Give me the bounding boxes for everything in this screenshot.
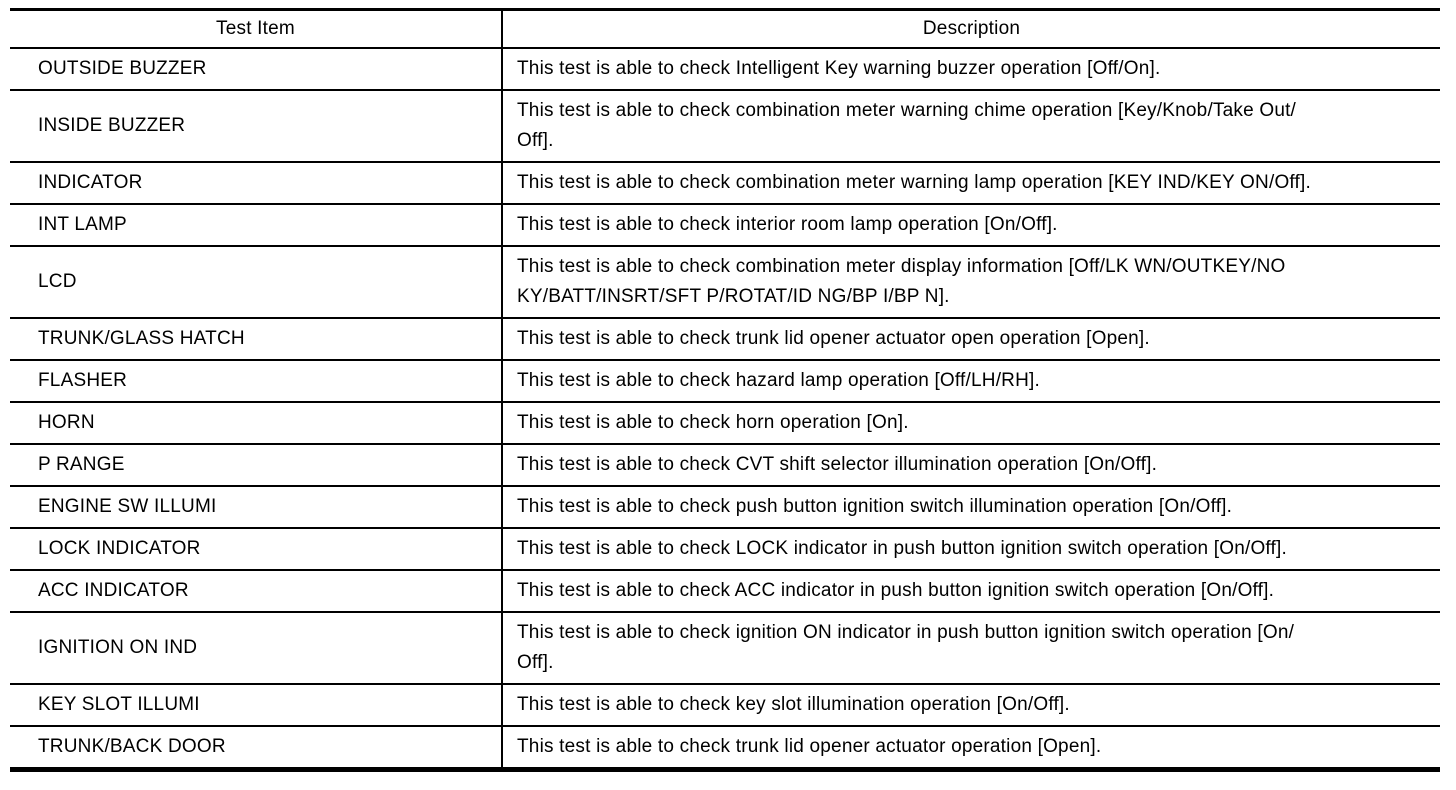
table-row: TRUNK/BACK DOOR This test is able to che… <box>10 726 1440 771</box>
table-row: LCD This test is able to check combinati… <box>10 246 1440 319</box>
description-cell: This test is able to check interior room… <box>502 204 1440 247</box>
description-cell: This test is able to check ACC indicator… <box>502 570 1440 613</box>
table-row: OUTSIDE BUZZER This test is able to chec… <box>10 48 1440 91</box>
test-item-cell: IGNITION ON IND <box>10 612 503 685</box>
test-item-cell: KEY SLOT ILLUMI <box>10 684 503 727</box>
column-header-test-item: Test Item <box>10 9 503 49</box>
test-item-cell: ACC INDICATOR <box>10 570 503 613</box>
description-cell: This test is able to check trunk lid ope… <box>502 318 1440 361</box>
description-text: This test is able to check ignition ON i… <box>517 622 1295 673</box>
test-item-cell: HORN <box>10 402 503 445</box>
description-text: This test is able to check ACC indicator… <box>517 580 1275 601</box>
test-item-label: INSIDE BUZZER <box>38 115 186 136</box>
table-header: Test Item Description <box>10 9 1440 49</box>
test-item-cell: ENGINE SW ILLUMI <box>10 486 503 529</box>
table-body: OUTSIDE BUZZER This test is able to chec… <box>10 48 1440 771</box>
description-cell: This test is able to check Intelligent K… <box>502 48 1440 91</box>
description-cell: This test is able to check CVT shift sel… <box>502 444 1440 487</box>
test-item-cell: LOCK INDICATOR <box>10 528 503 571</box>
description-text: This test is able to check CVT shift sel… <box>517 454 1158 475</box>
table-row: IGNITION ON IND This test is able to che… <box>10 612 1440 685</box>
description-cell: This test is able to check combination m… <box>502 162 1440 205</box>
test-item-cell: P RANGE <box>10 444 503 487</box>
description-text: This test is able to check LOCK indicato… <box>517 538 1287 559</box>
description-cell: This test is able to check ignition ON i… <box>502 612 1440 685</box>
test-item-label: TRUNK/GLASS HATCH <box>38 328 245 349</box>
table-row: LOCK INDICATOR This test is able to chec… <box>10 528 1440 571</box>
table-row: ACC INDICATOR This test is able to check… <box>10 570 1440 613</box>
table-row: INDICATOR This test is able to check com… <box>10 162 1440 205</box>
test-item-label: ACC INDICATOR <box>38 580 189 601</box>
test-item-label: IGNITION ON IND <box>38 637 198 658</box>
test-item-cell: TRUNK/GLASS HATCH <box>10 318 503 361</box>
test-item-label: FLASHER <box>38 370 128 391</box>
table-row: ENGINE SW ILLUMI This test is able to ch… <box>10 486 1440 529</box>
table-row: HORN This test is able to check horn ope… <box>10 402 1440 445</box>
test-item-label: INT LAMP <box>38 214 127 235</box>
description-text: This test is able to check trunk lid ope… <box>517 328 1150 349</box>
description-cell: This test is able to check combination m… <box>502 246 1440 319</box>
description-cell: This test is able to check key slot illu… <box>502 684 1440 727</box>
description-cell: This test is able to check hazard lamp o… <box>502 360 1440 403</box>
test-item-cell: INSIDE BUZZER <box>10 90 503 163</box>
test-item-table: Test Item Description OUTSIDE BUZZER Thi… <box>10 8 1440 772</box>
table-row: KEY SLOT ILLUMI This test is able to che… <box>10 684 1440 727</box>
table-row: P RANGE This test is able to check CVT s… <box>10 444 1440 487</box>
description-text: This test is able to check combination m… <box>517 256 1286 307</box>
table-header-row: Test Item Description <box>10 9 1440 49</box>
test-item-cell: TRUNK/BACK DOOR <box>10 726 503 771</box>
column-header-description: Description <box>502 9 1440 49</box>
description-text: This test is able to check combination m… <box>517 100 1297 151</box>
description-cell: This test is able to check combination m… <box>502 90 1440 163</box>
description-text: This test is able to check Intelligent K… <box>517 58 1161 79</box>
description-text: This test is able to check push button i… <box>517 496 1233 517</box>
test-item-cell: OUTSIDE BUZZER <box>10 48 503 91</box>
test-item-label: LOCK INDICATOR <box>38 538 201 559</box>
description-cell: This test is able to check LOCK indicato… <box>502 528 1440 571</box>
description-text: This test is able to check interior room… <box>517 214 1058 235</box>
test-item-label: HORN <box>38 412 95 433</box>
test-item-label: P RANGE <box>38 454 125 475</box>
description-text: This test is able to check hazard lamp o… <box>517 370 1040 391</box>
test-item-cell: INDICATOR <box>10 162 503 205</box>
test-item-label: ENGINE SW ILLUMI <box>38 496 217 517</box>
description-text: This test is able to check horn operatio… <box>517 412 909 433</box>
test-item-label: LCD <box>38 271 77 292</box>
test-item-label: INDICATOR <box>38 172 143 193</box>
test-item-label: OUTSIDE BUZZER <box>38 58 207 79</box>
table-row: FLASHER This test is able to check hazar… <box>10 360 1440 403</box>
table-row: INSIDE BUZZER This test is able to check… <box>10 90 1440 163</box>
description-cell: This test is able to check push button i… <box>502 486 1440 529</box>
test-item-cell: INT LAMP <box>10 204 503 247</box>
test-item-label: TRUNK/BACK DOOR <box>38 736 226 757</box>
test-item-cell: LCD <box>10 246 503 319</box>
test-item-label: KEY SLOT ILLUMI <box>38 694 200 715</box>
description-cell: This test is able to check trunk lid ope… <box>502 726 1440 771</box>
description-text: This test is able to check key slot illu… <box>517 694 1070 715</box>
table-row: TRUNK/GLASS HATCH This test is able to c… <box>10 318 1440 361</box>
test-item-cell: FLASHER <box>10 360 503 403</box>
description-cell: This test is able to check horn operatio… <box>502 402 1440 445</box>
description-text: This test is able to check combination m… <box>517 172 1311 193</box>
description-text: This test is able to check trunk lid ope… <box>517 736 1102 757</box>
table-row: INT LAMP This test is able to check inte… <box>10 204 1440 247</box>
